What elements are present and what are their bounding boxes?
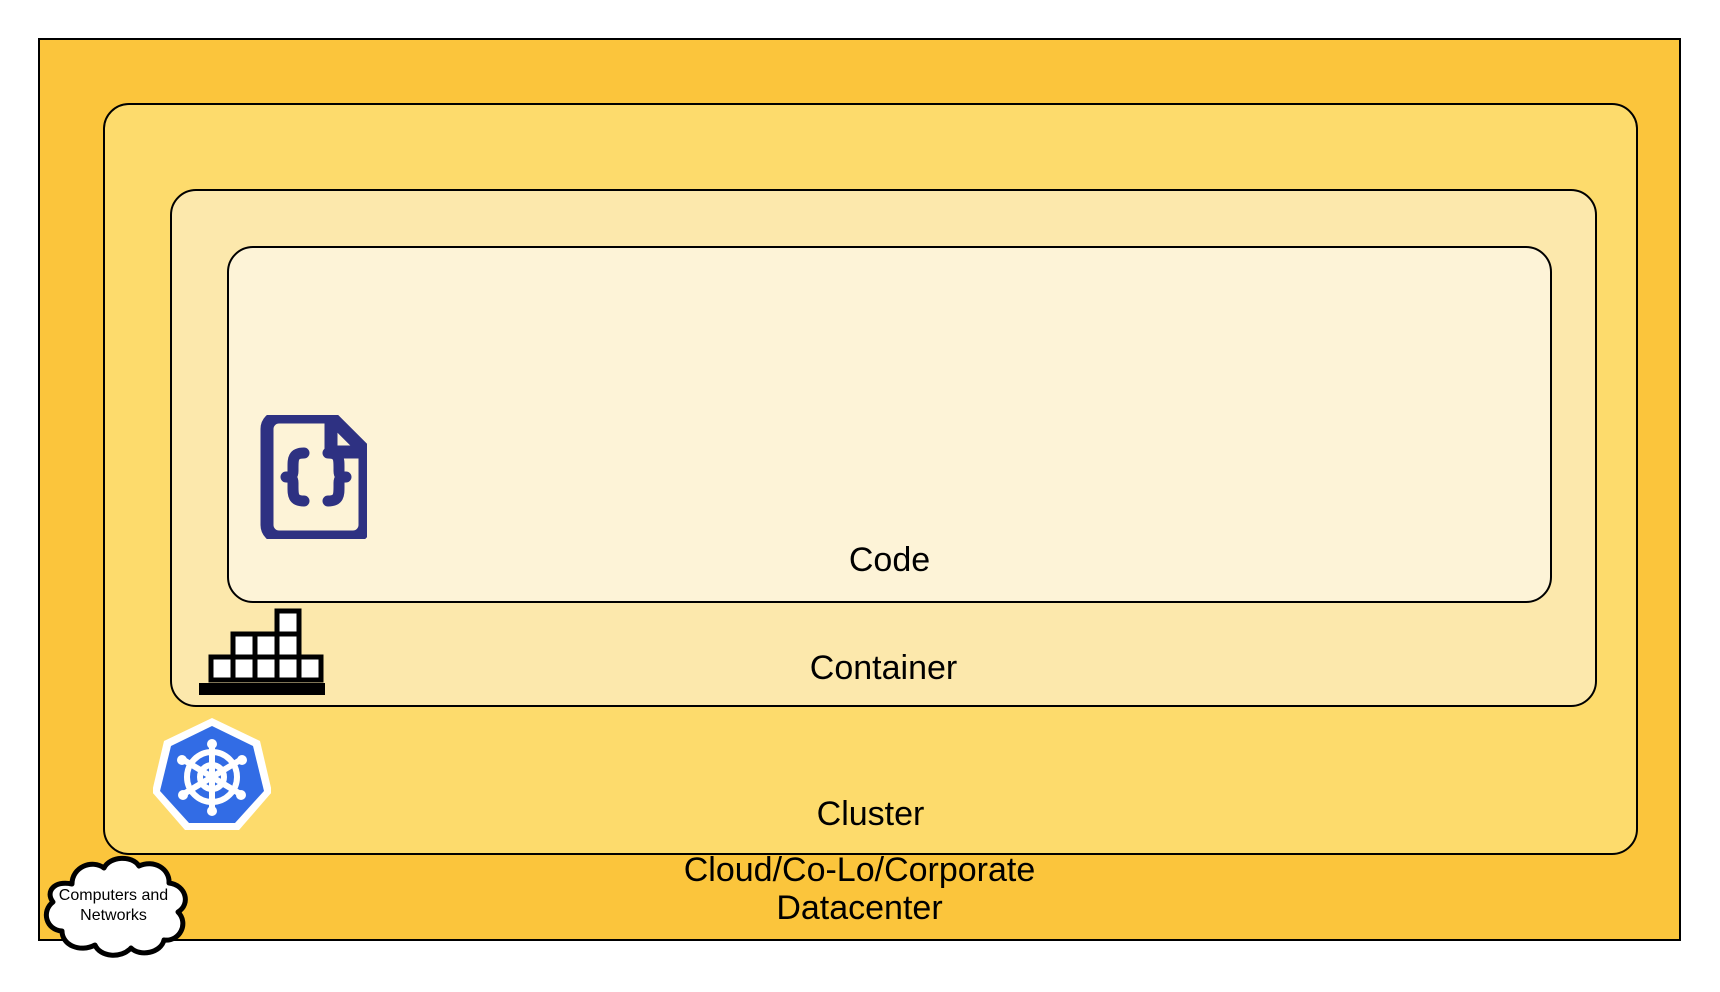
kubernetes-icon [152,715,272,833]
layer-cluster[interactable]: Code [103,103,1638,855]
layer-label-cluster: Cluster [816,794,925,833]
layer-label-datacenter-line1: Cloud/Co-Lo/Corporate [683,850,1036,889]
layer-datacenter[interactable]: Code [38,38,1681,941]
layer-label-datacenter-line2: Datacenter [776,888,943,927]
layer-label-code: Code [848,540,931,579]
layer-label-datacenter: Cloud/Co-Lo/Corporate Datacenter [40,851,1679,927]
layer-container[interactable]: Code [170,189,1597,707]
container-stack-icon [197,607,327,697]
computers-and-networks-callout[interactable]: Computers and Networks [36,854,191,958]
layer-label-container: Container [809,648,958,687]
code-document-icon [255,410,372,544]
layer-code[interactable]: Code [227,246,1552,603]
cloud-shape-icon [43,855,188,958]
